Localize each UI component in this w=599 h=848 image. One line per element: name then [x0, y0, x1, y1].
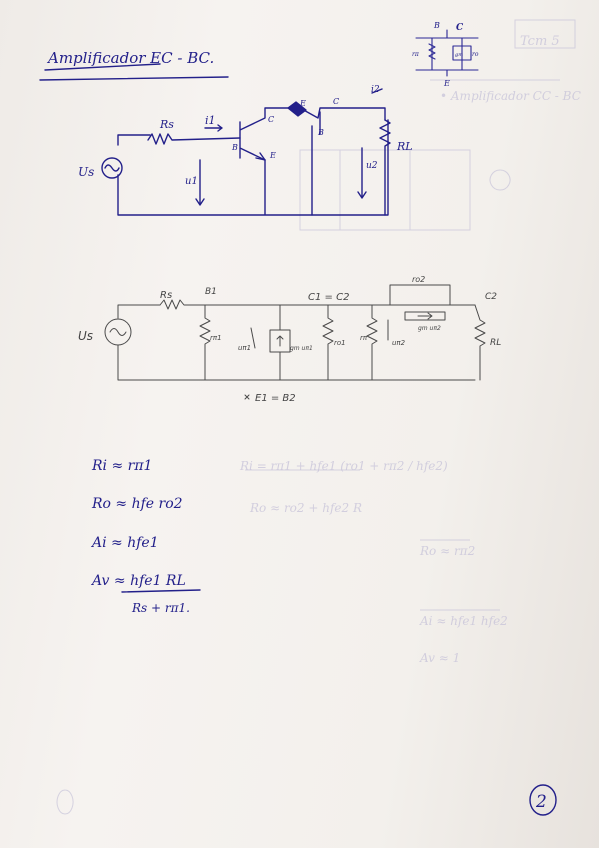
formula-av-numerator: Av ≈ hfe1 RL — [90, 573, 186, 589]
svg-text:RL: RL — [396, 140, 413, 153]
svg-text:C2: C2 — [485, 292, 497, 302]
title-underline-1 — [44, 63, 161, 71]
svg-text:gm uπ2: gm uπ2 — [418, 325, 441, 332]
svg-text:i2: i2 — [371, 85, 380, 95]
formulas: Ri ≈ rπ1 Ro ≈ hfe ro2 Ai ≈ hfe1 Av ≈ hfe… — [90, 458, 201, 615]
svg-text:E1 = B2: E1 = B2 — [255, 393, 296, 404]
svg-text:Ri = rπ1 + hfe1 (ro1 + rπ2 / h: Ri = rπ1 + hfe1 (ro1 + rπ2 / hfe2) — [239, 459, 448, 473]
svg-text:Rs: Rs — [159, 118, 174, 131]
hybrid-pi-inset: B C E rπ gm ro — [412, 21, 479, 88]
svg-text:i1: i1 — [205, 114, 216, 127]
svg-text:ro1: ro1 — [334, 339, 346, 347]
svg-text:B: B — [317, 128, 324, 137]
svg-text:C1 = C2: C1 = C2 — [308, 292, 349, 303]
formula-ai: Ai ≈ hfe1 — [90, 535, 159, 551]
svg-text:Us: Us — [78, 165, 94, 179]
svg-text:Us: Us — [78, 329, 93, 343]
svg-text:• Amplificador CC - BC: • Amplificador CC - BC — [440, 89, 581, 103]
svg-text:uπ2: uπ2 — [392, 339, 406, 347]
small-signal-equivalent: Rs B1 Us rπ1 uπ1 gm uπ1 C1 = C2 ro1 ro2 … — [78, 275, 501, 404]
fraction-bar — [121, 589, 201, 593]
svg-text:ro: ro — [472, 51, 479, 58]
svg-text:rπ1: rπ1 — [210, 334, 222, 342]
svg-text:Ro ≈ ro2 + hfe2 R: Ro ≈ ro2 + hfe2 R — [249, 501, 362, 515]
svg-text:u1: u1 — [185, 176, 198, 187]
svg-text:rπ: rπ — [412, 51, 420, 58]
svg-text:Tcm 5: Tcm 5 — [520, 34, 560, 49]
svg-text:B: B — [433, 21, 440, 30]
bleed-through: Tcm 5 • Amplificador CC - BC Ri = rπ1 + … — [56, 19, 581, 815]
svg-text:u2: u2 — [366, 161, 378, 171]
formula-av-denominator: Rs + rπ1. — [131, 601, 190, 615]
page-number-circle — [529, 784, 557, 816]
svg-text:Av ≈ 1: Av ≈ 1 — [419, 651, 460, 665]
svg-text:ro2: ro2 — [412, 275, 425, 284]
ec-bc-schematic: Rs i1 Us u1 B C E E C B i2 RL u2 — [78, 85, 413, 216]
title-underline-2 — [39, 76, 229, 81]
svg-text:C: C — [456, 23, 464, 33]
svg-text:Ai ≈ hfe1 hfe2: Ai ≈ hfe1 hfe2 — [419, 614, 508, 628]
svg-text:C: C — [333, 97, 339, 106]
svg-text:rπ: rπ — [360, 334, 368, 342]
svg-text:RL: RL — [490, 338, 501, 348]
svg-text:gm uπ1: gm uπ1 — [290, 345, 313, 352]
svg-text:E: E — [299, 99, 306, 108]
page-number: 2 — [535, 792, 547, 812]
formula-ro: Ro ≈ hfe ro2 — [91, 496, 183, 512]
svg-text:gm: gm — [455, 52, 463, 58]
svg-text:E: E — [269, 151, 276, 160]
svg-text:Rs: Rs — [160, 290, 172, 301]
svg-text:uπ1: uπ1 — [238, 344, 251, 352]
svg-text:E: E — [443, 79, 450, 88]
svg-text:C: C — [268, 115, 274, 124]
formula-ri: Ri ≈ rπ1 — [91, 458, 152, 474]
svg-text:Ro ≈ rπ2: Ro ≈ rπ2 — [419, 544, 475, 558]
page-title: Amplificador EC - BC. — [46, 49, 214, 67]
svg-text:B: B — [231, 143, 238, 152]
svg-text:B1: B1 — [205, 287, 217, 297]
